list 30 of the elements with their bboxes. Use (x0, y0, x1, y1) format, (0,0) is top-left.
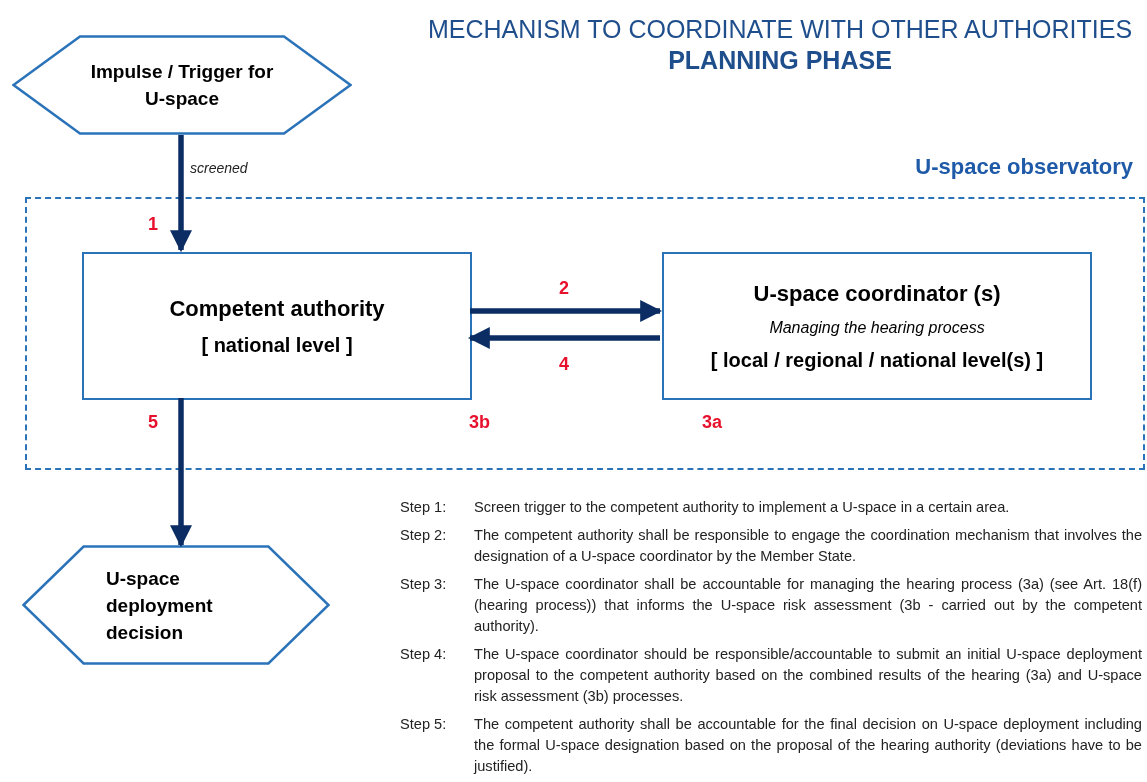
step-description: The U-space coordinator shall be accountable for managing the hearing process (3a) (see Art. 18(f) (hearing process)) that informs the U-space risk assessment (3b - carried out by the competent authority). (474, 575, 1142, 636)
terminal-hexagon (22, 545, 330, 665)
step-description: The U-space coordinator should be responsible/accountable to submit an initial U-space deployment proposal to the competent authority based on the combined results of the hearing (3a) and U-space risk assessment (3b) processes. (474, 645, 1142, 706)
node-title: U-space coordinator (s) (753, 280, 1001, 307)
arrow (170, 135, 192, 253)
group-heading: U-space observatory (915, 154, 1133, 180)
node-description: Managing the hearing process (769, 318, 985, 337)
step-number: 1 (148, 214, 158, 235)
step-label: Step 2: (400, 526, 448, 545)
node-subtitle: [ national level ] (201, 333, 353, 357)
step-label: Step 1: (400, 498, 448, 517)
edge-label: 2 (559, 278, 569, 299)
edge-label: 4 (559, 354, 569, 375)
step-number: 3b (469, 412, 490, 433)
node-subtitle: [ local / regional / national level(s) ] (710, 348, 1044, 372)
edge-label: screened (190, 160, 248, 176)
edge-label: 5 (148, 412, 158, 433)
step-description: Screen trigger to the competent authority to implement a U-space in a certain area. (474, 498, 1011, 517)
step-number: 3a (702, 412, 723, 433)
arrow (467, 327, 660, 349)
node-label: U-space deployment decision (106, 566, 214, 645)
diagram-title: MECHANISM TO COORDINATE WITH OTHER AUTHORITIES PLANNING PHASE (426, 14, 1134, 76)
step-description: The competent authority shall be accountable for the final decision on U-space deployment including the formal U-space designation based on the proposal of the hearing authority (deviations have to be justified). (474, 715, 1142, 776)
terminal-hexagon (12, 35, 352, 135)
node-label: Impulse / Trigger for U-space (89, 60, 275, 111)
step-description: The competent authority shall be responsible to engage the coordination mechanism that involves the designation of a U-space coordinator by the Member State. (474, 526, 1142, 566)
node-title: Competent authority (169, 295, 385, 322)
step-label: Step 3: (400, 575, 448, 594)
step-label: Step 4: (400, 645, 448, 664)
step-label: Step 5: (400, 715, 448, 734)
